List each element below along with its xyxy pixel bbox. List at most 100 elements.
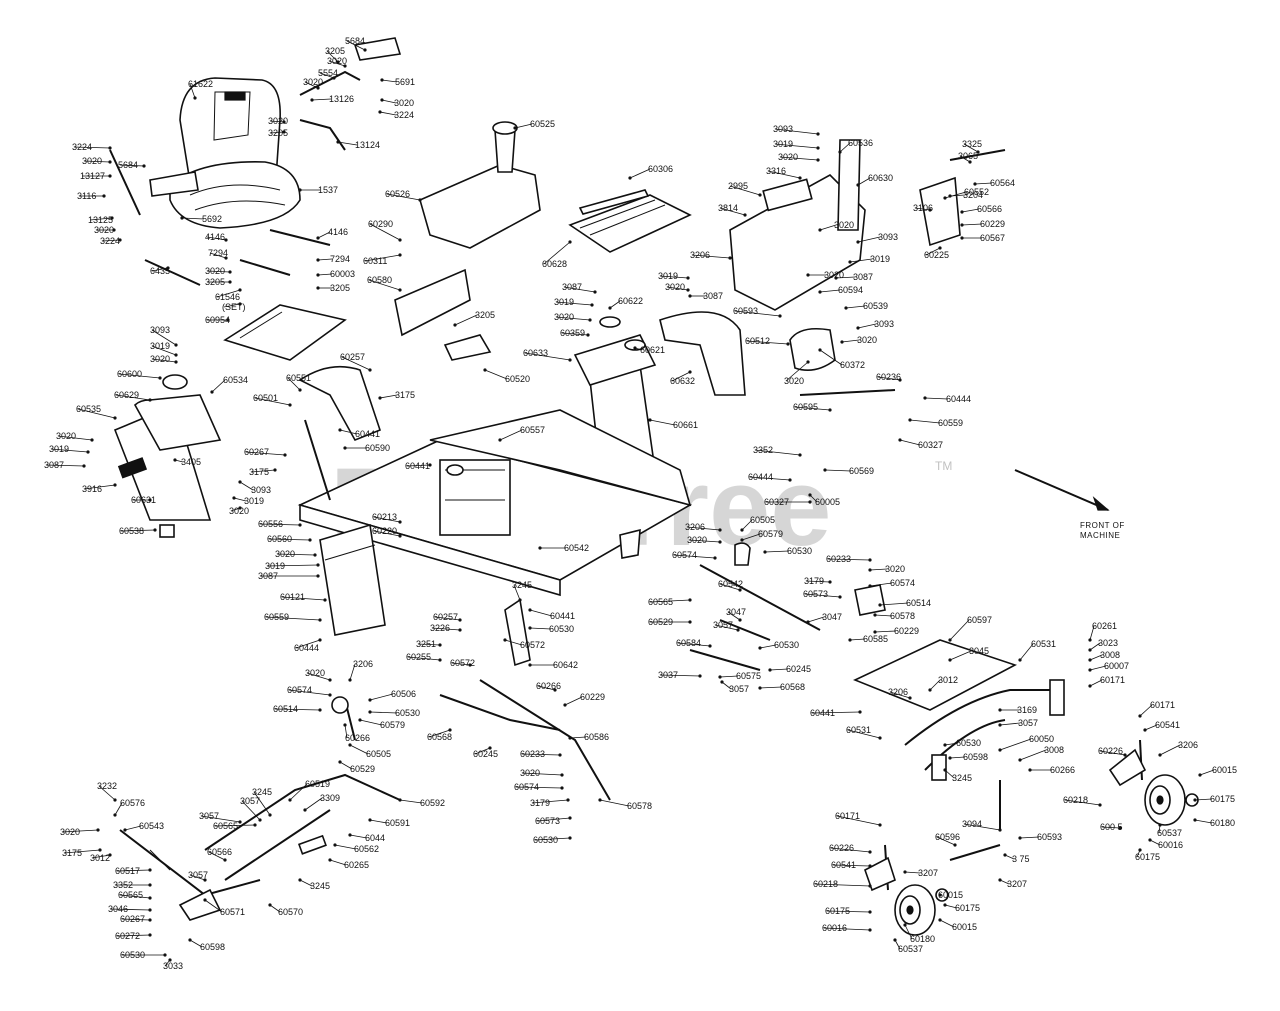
part-number-label[interactable]: 3207 bbox=[1007, 879, 1027, 889]
part-number-label[interactable]: 3008 bbox=[1044, 745, 1064, 755]
part-number-label[interactable]: 3020 bbox=[885, 564, 905, 574]
part-number-label[interactable]: 60121 bbox=[280, 592, 305, 602]
part-number-label[interactable]: 60257 bbox=[340, 352, 365, 362]
part-number-label[interactable]: 60501 bbox=[253, 393, 278, 403]
part-number-label[interactable]: 60593 bbox=[1037, 832, 1062, 842]
part-number-label[interactable]: 61546 bbox=[215, 292, 240, 302]
part-number-label[interactable]: 60562 bbox=[354, 844, 379, 854]
part-number-label[interactable]: 3352 bbox=[113, 880, 133, 890]
part-number-label[interactable]: 60272 bbox=[115, 931, 140, 941]
part-number-label[interactable]: 60517 bbox=[115, 866, 140, 876]
part-number-label[interactable]: 3094 bbox=[962, 819, 982, 829]
part-number-label[interactable]: 60530 bbox=[120, 950, 145, 960]
part-number-label[interactable]: 60537 bbox=[898, 944, 923, 954]
part-number-label[interactable]: 60180 bbox=[910, 934, 935, 944]
part-number-label[interactable]: 60016 bbox=[1158, 840, 1183, 850]
part-number-label[interactable]: 600 5 bbox=[1100, 822, 1123, 832]
part-number-label[interactable]: 5684 bbox=[345, 36, 365, 46]
part-number-label[interactable]: 60574 bbox=[890, 578, 915, 588]
part-number-label[interactable]: 60566 bbox=[207, 847, 232, 857]
part-number-label[interactable]: 60514 bbox=[273, 704, 298, 714]
part-number-label[interactable]: 60290 bbox=[368, 219, 393, 229]
part-number-label[interactable]: 3020 bbox=[327, 56, 347, 66]
part-number-label[interactable]: 60574 bbox=[672, 550, 697, 560]
part-number-label[interactable]: 3020 bbox=[394, 98, 414, 108]
part-number-label[interactable]: 60229 bbox=[894, 626, 919, 636]
part-number-label[interactable]: 60580 bbox=[367, 275, 392, 285]
part-number-label[interactable]: 3065 bbox=[958, 151, 978, 161]
part-number-label[interactable]: 3019 bbox=[658, 271, 678, 281]
part-number-label[interactable]: 60531 bbox=[1031, 639, 1056, 649]
part-number-label[interactable]: 3046 bbox=[108, 904, 128, 914]
part-number-label[interactable]: 60266 bbox=[1050, 765, 1075, 775]
part-number-label[interactable]: 3179 bbox=[530, 798, 550, 808]
part-number-label[interactable]: 5692 bbox=[202, 214, 222, 224]
part-number-label[interactable]: 60568 bbox=[427, 732, 452, 742]
part-number-label[interactable]: 60598 bbox=[963, 752, 988, 762]
part-number-label[interactable]: 60530 bbox=[774, 640, 799, 650]
part-number-label[interactable]: 3316 bbox=[766, 166, 786, 176]
part-number-label[interactable]: 60266 bbox=[345, 733, 370, 743]
part-number-label[interactable]: 60233 bbox=[826, 554, 851, 564]
part-number-label[interactable]: 1537 bbox=[318, 185, 338, 195]
part-number-label[interactable]: 3205 bbox=[268, 128, 288, 138]
part-number-label[interactable]: 60175 bbox=[1210, 794, 1235, 804]
part-number-label[interactable]: 60359 bbox=[560, 328, 585, 338]
part-number-label[interactable]: 3169 bbox=[1017, 705, 1037, 715]
part-number-label[interactable]: 60444 bbox=[294, 643, 319, 653]
part-number-label[interactable]: 60571 bbox=[220, 907, 245, 917]
part-number-label[interactable]: 60171 bbox=[1100, 675, 1125, 685]
part-number-label[interactable]: 6044 bbox=[365, 833, 385, 843]
part-number-label[interactable]: 60171 bbox=[1150, 700, 1175, 710]
part-number-label[interactable]: 3087 bbox=[258, 571, 278, 581]
part-number-label[interactable]: 60543 bbox=[139, 821, 164, 831]
part-number-label[interactable]: 3057 bbox=[188, 870, 208, 880]
part-number-label[interactable]: 3020 bbox=[784, 376, 804, 386]
part-number-label[interactable]: 3224 bbox=[72, 142, 92, 152]
part-number-label[interactable]: 3019 bbox=[265, 561, 285, 571]
part-number-label[interactable]: 60535 bbox=[76, 404, 101, 414]
part-number-label[interactable]: 60311 bbox=[363, 256, 387, 266]
part-number-label[interactable]: 3232 bbox=[97, 781, 117, 791]
part-number-label[interactable]: 3205 bbox=[330, 283, 350, 293]
part-number-label[interactable]: 3019 bbox=[150, 341, 170, 351]
part-number-label[interactable]: 60261 bbox=[1092, 621, 1117, 631]
part-number-label[interactable]: 3206 bbox=[690, 250, 710, 260]
part-number-label[interactable]: 60327 bbox=[918, 440, 943, 450]
part-number-label[interactable]: 60233 bbox=[520, 749, 545, 759]
part-number-label[interactable]: 3020 bbox=[857, 335, 877, 345]
part-number-label[interactable]: 3224 bbox=[394, 110, 414, 120]
part-number-label[interactable]: 3309 bbox=[320, 793, 340, 803]
part-number-label[interactable]: 60631 bbox=[131, 495, 156, 505]
part-number-label[interactable]: 60954 bbox=[205, 315, 230, 325]
part-number-label[interactable]: 60529 bbox=[350, 764, 375, 774]
part-number-label[interactable]: 60266 bbox=[536, 681, 561, 691]
part-number-label[interactable]: 60567 bbox=[980, 233, 1005, 243]
part-number-label[interactable]: 3814 bbox=[718, 203, 738, 213]
part-number-label[interactable]: 60444 bbox=[946, 394, 971, 404]
part-number-label[interactable]: 3206 bbox=[685, 522, 705, 532]
part-number-label[interactable]: 3916 bbox=[82, 484, 102, 494]
part-number-label[interactable]: 60573 bbox=[535, 816, 560, 826]
part-number-label[interactable]: 3020 bbox=[305, 668, 325, 678]
part-number-label[interactable]: 60327 bbox=[764, 497, 789, 507]
part-number-label[interactable]: 3245 bbox=[512, 580, 532, 590]
part-number-label[interactable]: 60220 bbox=[372, 526, 397, 536]
part-number-label[interactable]: 3205 bbox=[325, 46, 345, 56]
part-number-label[interactable]: 13126 bbox=[329, 94, 354, 104]
part-number-label[interactable]: 3019 bbox=[773, 139, 793, 149]
part-number-label[interactable]: 3405 bbox=[181, 457, 201, 467]
part-number-label[interactable]: 60050 bbox=[1029, 734, 1054, 744]
part-number-label[interactable]: 60506 bbox=[391, 689, 416, 699]
part-number-label[interactable]: 3020 bbox=[665, 282, 685, 292]
part-number-label[interactable]: 60661 bbox=[673, 420, 698, 430]
part-number-label[interactable]: 2995 bbox=[728, 181, 748, 191]
part-number-label[interactable]: 60175 bbox=[1135, 852, 1160, 862]
part-number-label[interactable]: 3206 bbox=[1178, 740, 1198, 750]
part-number-label[interactable]: 60575 bbox=[736, 671, 761, 681]
part-number-label[interactable]: 60007 bbox=[1104, 661, 1129, 671]
part-number-label[interactable]: 3020 bbox=[824, 270, 844, 280]
part-number-label[interactable]: 3245 bbox=[310, 881, 330, 891]
part-number-label[interactable]: 60267 bbox=[120, 914, 145, 924]
part-number-label[interactable]: 60568 bbox=[780, 682, 805, 692]
